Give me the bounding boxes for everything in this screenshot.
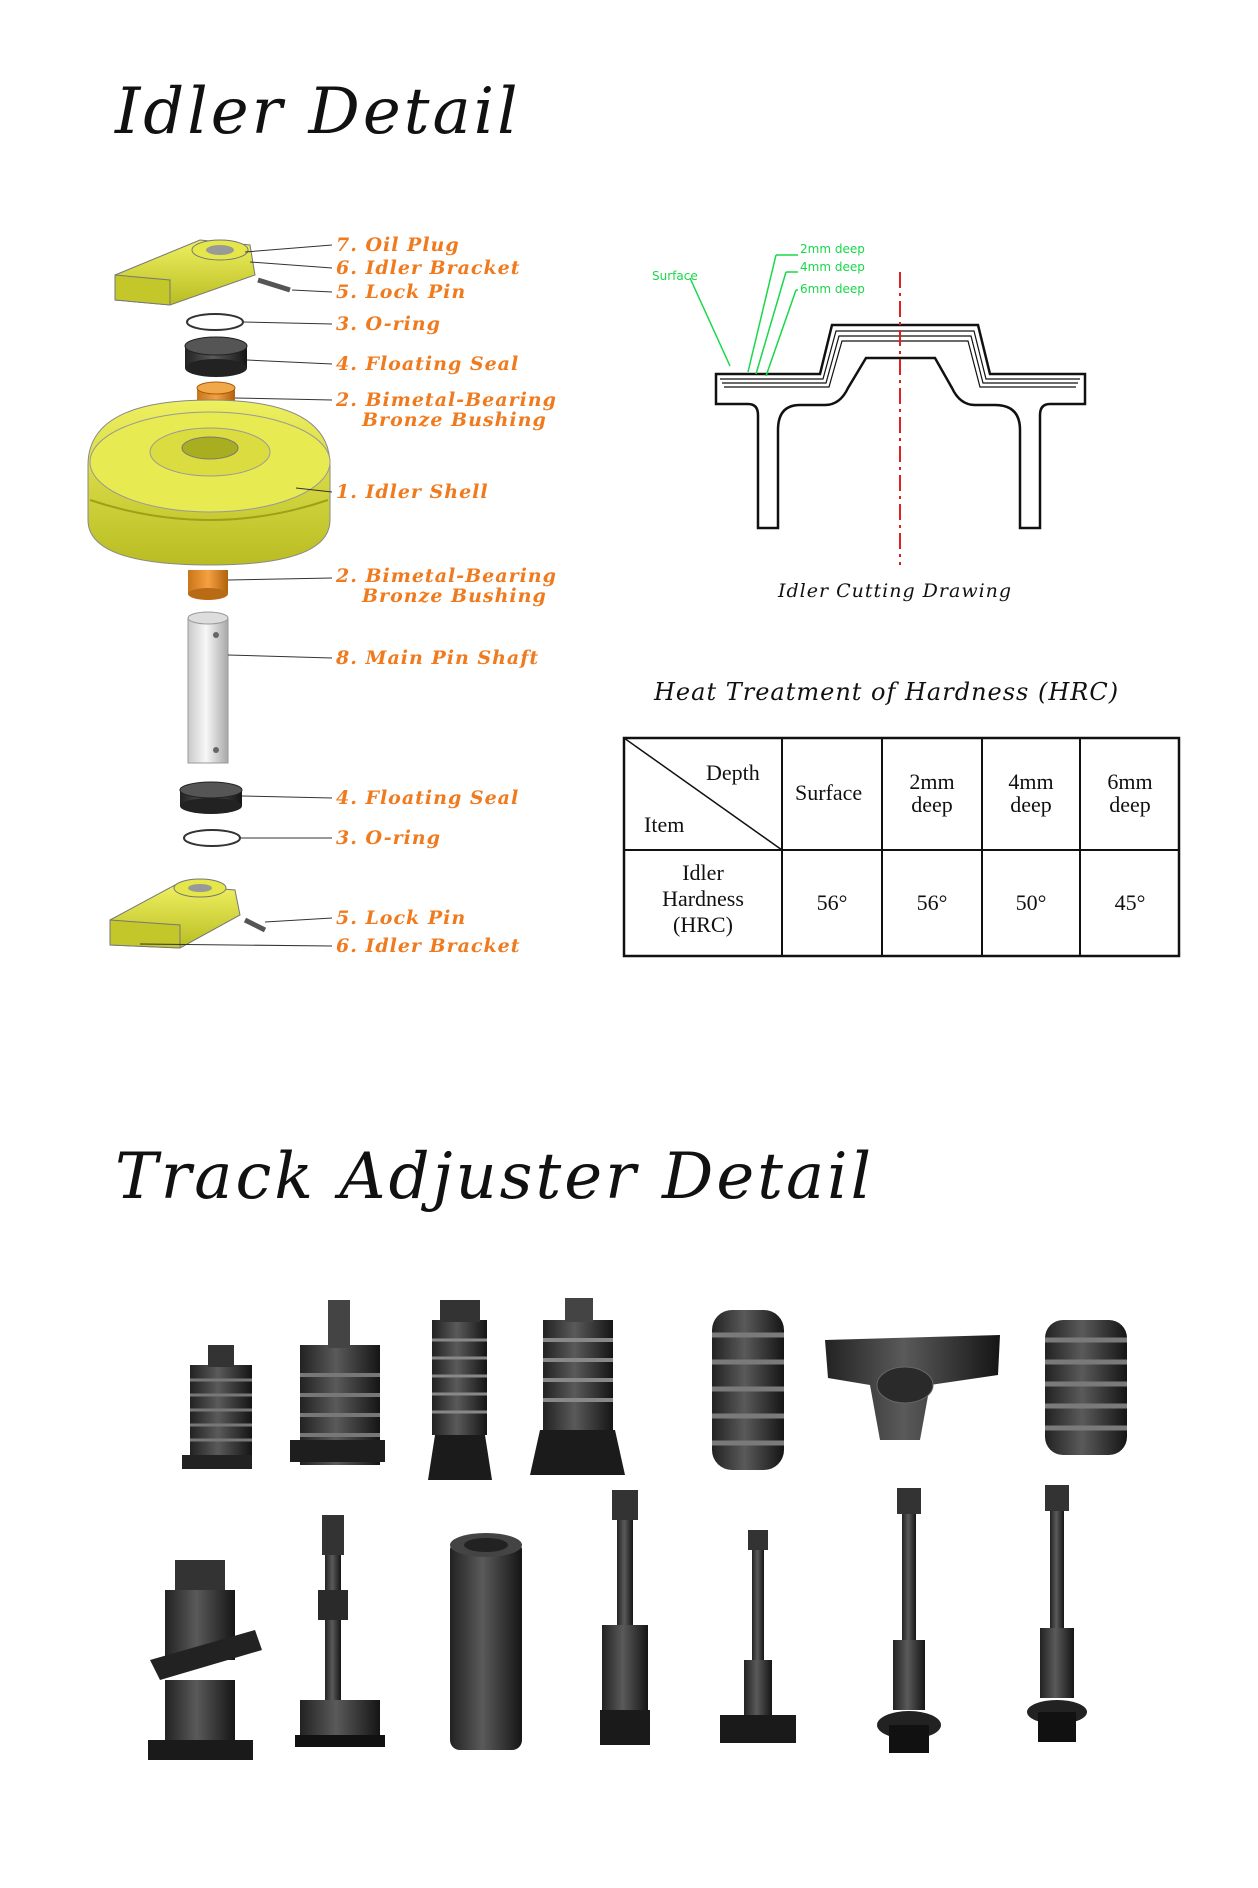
- floating-seal-top-image: [184, 336, 248, 377]
- label-idler-bracket-top: 6. Idler Bracket: [336, 257, 521, 279]
- corner-item: Item: [644, 812, 684, 837]
- part-labels: 7. Oil Plug 6. Idler Bracket 5. Lock Pin…: [335, 234, 557, 957]
- row-label-line3: (HRC): [673, 912, 733, 937]
- col-4mm-line2: deep: [1010, 792, 1052, 817]
- col-2mm-line2: deep: [911, 792, 953, 817]
- col-surface: Surface: [795, 780, 862, 805]
- floating-seal-bottom-image: [179, 781, 243, 814]
- adjuster-coil-spring-1: [712, 1310, 784, 1470]
- idler-bracket-bottom-image: [109, 878, 267, 949]
- value-6mm: 45°: [1115, 890, 1146, 915]
- adjuster-spring-1: [182, 1345, 252, 1469]
- adjuster-rod-3: [720, 1530, 796, 1743]
- label-bushing-bottom-1: 2. Bimetal-Bearing: [335, 565, 557, 587]
- cut-label-2mm: 2mm deep: [800, 242, 865, 256]
- adjuster-rod-5: [1027, 1485, 1087, 1742]
- col-2mm-line1: 2mm: [909, 769, 954, 794]
- value-4mm: 50°: [1016, 890, 1047, 915]
- label-bushing-top-2: Bronze Bushing: [361, 409, 547, 431]
- value-2mm: 56°: [917, 890, 948, 915]
- leader-lines: [139, 244, 333, 947]
- label-o-ring-top: 3. O-ring: [336, 313, 441, 335]
- track-adjuster-gallery: [148, 1298, 1127, 1760]
- label-lock-pin-top: 5. Lock Pin: [336, 281, 466, 303]
- label-idler-shell: 1. Idler Shell: [336, 481, 489, 503]
- col-6mm-line2: deep: [1109, 792, 1151, 817]
- value-surface: 56°: [817, 890, 848, 915]
- label-lock-pin-bottom: 5. Lock Pin: [336, 907, 466, 929]
- label-bushing-bottom-2: Bronze Bushing: [361, 585, 547, 607]
- col-6mm-line1: 6mm: [1107, 769, 1152, 794]
- col-4mm-line1: 4mm: [1008, 769, 1053, 794]
- adjuster-spring-3: [428, 1300, 492, 1480]
- idler-shell-image: [87, 399, 331, 566]
- adjuster-cylinder-flange-1: [148, 1560, 262, 1760]
- o-ring-top-image: [186, 313, 244, 331]
- row-label-line2: Hardness: [662, 886, 744, 911]
- track-adjuster-title: Track Adjuster Detail: [115, 1140, 875, 1214]
- label-floating-seal-top: 4. Floating Seal: [336, 353, 519, 375]
- row-label-line1: Idler: [682, 860, 724, 885]
- cut-label-6mm: 6mm deep: [800, 282, 865, 296]
- idler-bracket-top-image: [114, 239, 291, 306]
- o-ring-bottom-image: [183, 829, 241, 847]
- hardness-table: Heat Treatment of Hardness (HRC) Depth I…: [622, 678, 1181, 958]
- adjuster-spring-2: [290, 1300, 385, 1465]
- label-bushing-top-1: 2. Bimetal-Bearing: [335, 389, 557, 411]
- idler-exploded-view: [87, 239, 333, 949]
- adjuster-rod-4: [877, 1488, 941, 1753]
- cut-label-4mm: 4mm deep: [800, 260, 865, 274]
- label-o-ring-bottom: 3. O-ring: [336, 827, 441, 849]
- label-idler-bracket-bottom: 6. Idler Bracket: [336, 935, 521, 957]
- hardness-table-title: Heat Treatment of Hardness (HRC): [653, 678, 1119, 706]
- adjuster-spring-4: [530, 1298, 625, 1475]
- cut-label-surface: Surface: [652, 269, 698, 283]
- bushing-bottom-image: [188, 570, 228, 600]
- adjuster-rod-2: [600, 1490, 650, 1745]
- cutting-drawing-caption: Idler Cutting Drawing: [777, 580, 1012, 602]
- label-oil-plug: 7. Oil Plug: [336, 234, 460, 256]
- corner-depth: Depth: [706, 760, 760, 785]
- idler-cutting-drawing: Surface 2mm deep 4mm deep 6mm deep Idler…: [652, 242, 1087, 602]
- label-main-pin-shaft: 8. Main Pin Shaft: [335, 647, 539, 669]
- adjuster-cylinder-1: [450, 1533, 522, 1750]
- main-pin-shaft-image: [187, 611, 229, 764]
- idler-detail-title: Idler Detail: [115, 75, 521, 149]
- adjuster-rod-1: [295, 1515, 385, 1747]
- adjuster-coil-spring-2: [1045, 1320, 1127, 1455]
- label-floating-seal-bottom: 4. Floating Seal: [336, 787, 519, 809]
- adjuster-yoke: [825, 1335, 1000, 1440]
